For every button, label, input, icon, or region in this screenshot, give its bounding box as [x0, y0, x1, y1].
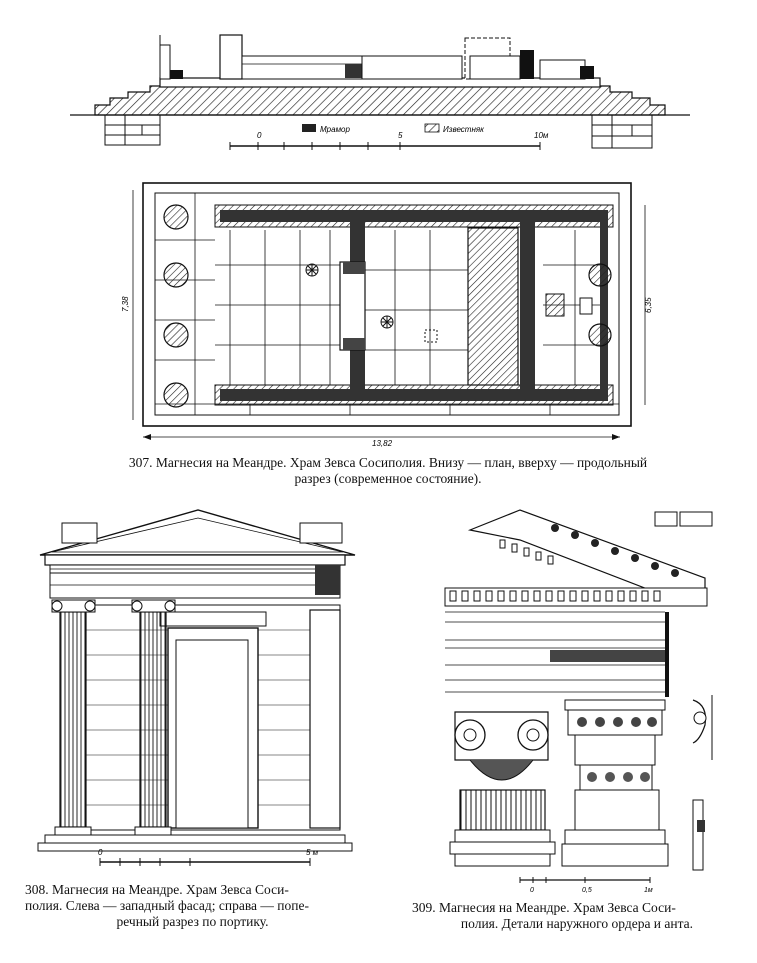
west-facade-drawing: 0 5 м: [37, 509, 356, 866]
section-scale-tick-10: 10м: [534, 131, 549, 140]
plan-right-height-dimension: 6,35: [644, 297, 653, 313]
detail-scale-tick-half: 0,5: [582, 887, 592, 894]
legend-limestone-swatch: [424, 123, 440, 133]
section-scale-tick-0: 0: [257, 131, 262, 140]
figure-308-caption: 308. Магнесия на Меандре. Храм Зевса Сос…: [25, 882, 360, 930]
detail-scale-tick-1: 1м: [644, 887, 653, 894]
plan-left-height-dimension: 7,38: [121, 296, 130, 312]
figure-309-caption: 309. Магнесия на Меандре. Храм Зевса Сос…: [412, 900, 742, 932]
plan-width-dimension: 13,82: [372, 439, 393, 448]
longitudinal-section-drawing: Мрамор Известняк 0 5 10м: [70, 34, 690, 150]
figure-308-caption-line-1: 308. Магнесия на Меандре. Храм Зевса Сос…: [25, 882, 289, 897]
figure-307-caption: 307. Магнесия на Меандре. Храм Зевса Сос…: [68, 455, 708, 487]
section-scale-tick-5: 5: [398, 131, 403, 140]
order-details-drawing: 0 0,5 1м: [444, 509, 713, 894]
figure-307-caption-line-2: разрез (современное состояние).: [294, 471, 482, 486]
figure-309-caption-line-2: полия. Детали наружного ордера и анта.: [460, 916, 694, 931]
facade-scale-tick-0: 0: [98, 848, 103, 857]
figure-309-caption-line-1: 309. Магнесия на Меандре. Храм Зевса Сос…: [412, 900, 676, 915]
figure-307-caption-line-1: 307. Магнесия на Меандре. Храм Зевса Сос…: [128, 455, 648, 470]
facade-scale-tick-5: 5 м: [306, 848, 319, 857]
figure-308-caption-line-3: речный разрез по портику.: [116, 914, 269, 929]
legend-marble-swatch: [302, 124, 316, 132]
temple-plan-drawing: 13,82 7,38 6,35: [121, 182, 653, 448]
detail-scale-tick-0: 0: [530, 887, 534, 894]
figure-308-caption-line-2: полия. Слева — западный фасад; справа — …: [25, 898, 309, 913]
legend-marble-label: Мрамор: [320, 125, 350, 134]
legend-limestone-label: Известняк: [443, 125, 485, 134]
